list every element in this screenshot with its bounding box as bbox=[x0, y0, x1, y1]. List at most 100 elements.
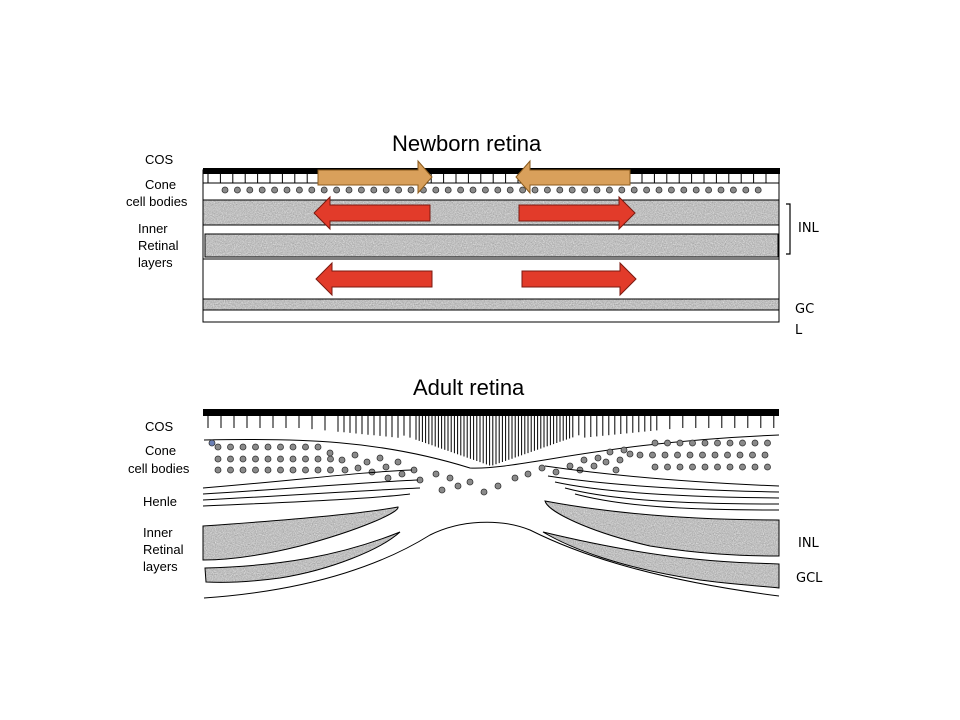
cone-cell bbox=[674, 451, 681, 459]
cone-cell bbox=[506, 186, 514, 194]
cone-cell bbox=[326, 449, 334, 457]
cone-cell bbox=[289, 443, 297, 451]
cone-cell bbox=[457, 186, 465, 194]
cone-cell bbox=[606, 448, 614, 456]
cone-cell bbox=[655, 186, 663, 194]
newborn-inner-label-2: Retinal bbox=[138, 238, 179, 253]
cone-cell bbox=[264, 443, 272, 451]
adult-inl-left bbox=[202, 506, 399, 561]
cone-cell bbox=[239, 466, 247, 474]
cone-cell bbox=[302, 455, 309, 463]
newborn-cone-cells bbox=[221, 186, 762, 194]
cone-cell bbox=[384, 474, 392, 482]
cone-cell bbox=[531, 186, 539, 194]
cone-cell bbox=[556, 186, 564, 194]
red-arrow-left-lower bbox=[315, 261, 433, 297]
cone-cell bbox=[394, 458, 402, 466]
cone-cell bbox=[749, 451, 756, 459]
adult-cone-label-1: Cone bbox=[145, 443, 176, 458]
newborn-cone-label-2: cell bodies bbox=[126, 194, 188, 209]
newborn-inner-label-3: layers bbox=[138, 255, 173, 270]
cone-cell bbox=[432, 470, 440, 478]
cone-cell bbox=[711, 451, 719, 459]
adult-diagram: Adult retina COS Cone bbox=[128, 375, 823, 599]
cone-cell bbox=[661, 451, 669, 459]
newborn-gcl-band bbox=[202, 298, 780, 311]
newborn-inner-label-1: Inner bbox=[138, 221, 168, 236]
cone-cell bbox=[764, 439, 771, 447]
cone-cell bbox=[264, 455, 272, 463]
cone-cell bbox=[689, 439, 696, 447]
newborn-gcl-label-1: GC bbox=[795, 302, 814, 317]
cone-cell bbox=[612, 466, 620, 474]
cone-cell bbox=[680, 186, 688, 194]
adult-cone-label-2: cell bodies bbox=[128, 461, 190, 476]
cone-cell bbox=[581, 186, 588, 194]
cone-cell bbox=[692, 186, 700, 194]
cone-cell bbox=[616, 456, 624, 464]
adult-cone-cells bbox=[208, 439, 771, 496]
red-arrow-right-upper bbox=[518, 195, 636, 231]
cone-cell bbox=[580, 456, 588, 464]
cone-cell bbox=[651, 439, 659, 447]
adult-inl-right bbox=[544, 500, 780, 557]
cone-cell bbox=[302, 443, 309, 451]
adult-cos-label: COS bbox=[145, 419, 174, 434]
cone-cell bbox=[221, 186, 229, 194]
cone-cell bbox=[469, 186, 477, 194]
cone-cell bbox=[227, 455, 234, 463]
cone-cell bbox=[726, 439, 734, 447]
cone-cell bbox=[233, 186, 241, 194]
cone-cell bbox=[271, 186, 279, 194]
cone-cell bbox=[302, 466, 309, 474]
cone-cell bbox=[686, 451, 694, 459]
cone-cell bbox=[376, 454, 384, 462]
adult-cos-ticks bbox=[207, 416, 775, 466]
cone-cell bbox=[327, 455, 334, 463]
cone-cell bbox=[668, 186, 675, 194]
cone-cell bbox=[338, 456, 346, 464]
cone-cell bbox=[407, 186, 415, 194]
cone-cell bbox=[593, 186, 601, 194]
cone-cell bbox=[649, 451, 656, 459]
cone-cell bbox=[568, 186, 576, 194]
cone-cell bbox=[618, 186, 626, 194]
adult-cone-upper-boundary bbox=[203, 434, 780, 469]
cone-cell bbox=[289, 466, 297, 474]
cone-cell bbox=[739, 439, 746, 447]
cone-cell bbox=[481, 186, 489, 194]
newborn-inl-label: INL bbox=[798, 221, 820, 236]
cone-cell bbox=[590, 462, 598, 470]
cone-cell bbox=[363, 458, 371, 466]
cone-cell bbox=[289, 455, 297, 463]
cone-cell bbox=[736, 451, 744, 459]
adult-henle-label: Henle bbox=[143, 494, 177, 509]
cone-cell bbox=[382, 186, 390, 194]
cone-cell bbox=[239, 455, 247, 463]
cone-cell bbox=[544, 186, 551, 194]
cone-cell bbox=[494, 186, 502, 194]
cone-cell bbox=[676, 439, 684, 447]
cone-cell bbox=[314, 455, 322, 463]
cone-cell bbox=[636, 451, 644, 459]
adult-inner-label-1: Inner bbox=[143, 525, 173, 540]
cone-cell bbox=[630, 186, 638, 194]
cone-cell bbox=[357, 186, 365, 194]
cone-cell-highlight bbox=[208, 439, 216, 447]
cone-cell bbox=[246, 186, 254, 194]
adult-gcl-right bbox=[542, 531, 780, 589]
cone-cell bbox=[724, 451, 731, 459]
cone-cell bbox=[277, 455, 284, 463]
red-arrow-left-upper bbox=[313, 195, 431, 231]
cone-cell bbox=[764, 463, 771, 471]
cone-cell bbox=[519, 186, 526, 194]
cone-cell bbox=[664, 439, 671, 447]
cone-cell bbox=[214, 466, 222, 474]
cone-cell bbox=[511, 474, 519, 482]
cone-cell bbox=[761, 451, 769, 459]
cone-cell bbox=[227, 443, 234, 451]
cone-cell bbox=[606, 186, 613, 194]
cone-cell bbox=[354, 464, 362, 472]
cone-cell bbox=[446, 474, 454, 482]
